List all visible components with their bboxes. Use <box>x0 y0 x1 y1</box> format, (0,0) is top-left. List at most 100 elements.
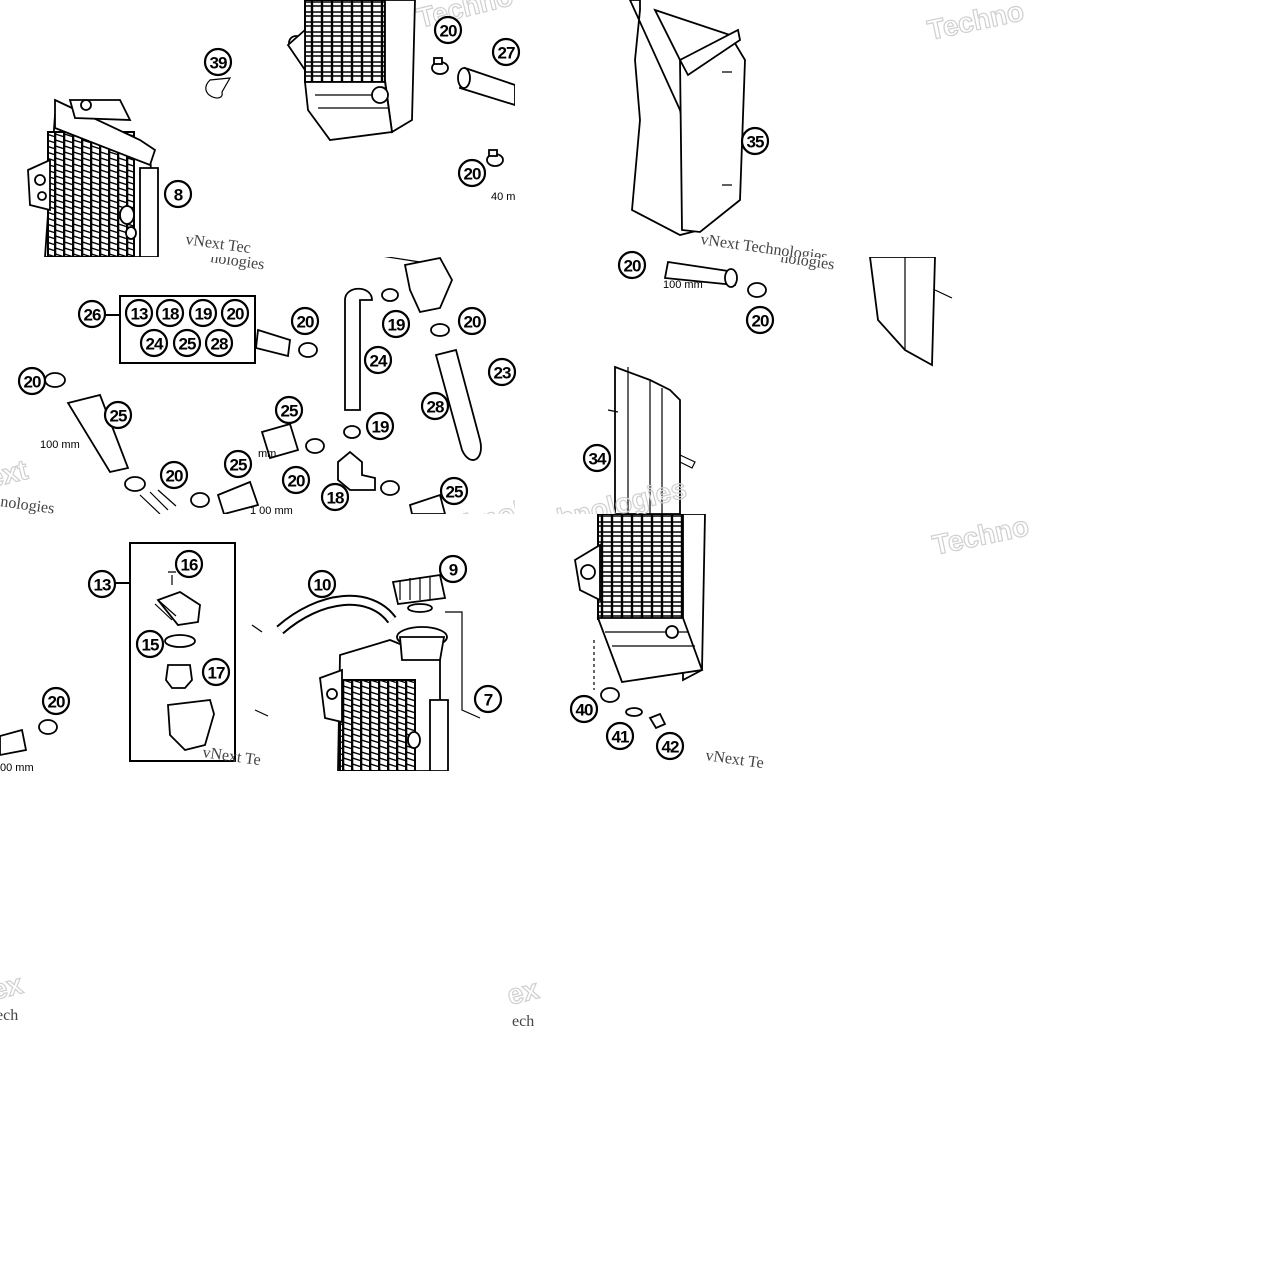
callout-circle <box>223 449 253 479</box>
callout-7: 7 <box>473 684 503 714</box>
callout-circle <box>487 357 517 387</box>
tile-top-right: Techno vNext Technologies <box>629 0 1027 257</box>
callout-circle <box>307 569 337 599</box>
callout-number: 18 <box>327 489 344 508</box>
callout-circle <box>438 554 468 584</box>
callout-24: 24 <box>139 328 169 358</box>
dimension-label: 40 m <box>491 191 515 203</box>
callout-circle <box>188 298 218 328</box>
callout-19: 19 <box>381 309 411 339</box>
callout-number: 25 <box>446 483 463 502</box>
callout-number: 23 <box>494 364 511 383</box>
callout-20: 20 <box>457 306 487 336</box>
radiator-upper-part <box>286 0 416 141</box>
callout-13: 13 <box>124 298 154 328</box>
radiator-shroud-34 <box>607 365 696 514</box>
callout-number: 27 <box>498 44 515 63</box>
callout-26: 26 <box>77 299 107 329</box>
callout-number: 24 <box>146 335 164 354</box>
callout-circle <box>274 395 304 425</box>
callout-circle <box>87 569 117 599</box>
callout-circle <box>491 37 521 67</box>
hose-24 <box>344 287 373 411</box>
o-ring <box>164 634 196 648</box>
tile-middle-right: nologies Technologies 100 mm <box>515 257 953 514</box>
watermark-text: vNext Tec <box>184 231 251 257</box>
callout-circle <box>582 443 612 473</box>
callout-16: 16 <box>174 549 204 579</box>
callout-number: 25 <box>110 407 127 426</box>
callout-circle <box>381 309 411 339</box>
callout-27: 27 <box>491 37 521 67</box>
clamp <box>44 372 66 388</box>
radiator-lower-part <box>574 514 706 683</box>
hose-28 <box>434 348 482 461</box>
svg-text:ech: ech <box>512 1013 534 1030</box>
callout-15: 15 <box>135 629 165 659</box>
callout-circle <box>41 686 71 716</box>
callout-20: 20 <box>281 465 311 495</box>
hose-25c <box>216 480 260 514</box>
clamp <box>381 288 399 302</box>
callout-number: 13 <box>131 305 148 324</box>
callout-number: 19 <box>195 305 212 324</box>
tile-top-left: Techno <box>27 0 515 257</box>
callout-19: 19 <box>365 411 395 441</box>
callout-34: 34 <box>582 443 612 473</box>
callout-circle <box>320 482 350 512</box>
watermark-large: Techno <box>930 510 1032 561</box>
callout-circle <box>457 306 487 336</box>
callout-number: 18 <box>162 305 179 324</box>
callout-39: 39 <box>203 47 233 77</box>
callout-circle <box>439 476 469 506</box>
callout-number: 41 <box>612 728 629 747</box>
callout-17: 17 <box>201 657 231 687</box>
callout-circle <box>740 126 770 156</box>
callout-20: 20 <box>159 460 189 490</box>
screw-42 <box>648 712 667 730</box>
callout-circle <box>139 328 169 358</box>
watermark-text: hnologies <box>0 492 55 517</box>
callout-25: 25 <box>172 328 202 358</box>
callout-number: 20 <box>464 313 481 332</box>
water-outlet <box>403 257 453 314</box>
callout-circle <box>159 460 189 490</box>
callout-number: 8 <box>174 186 183 205</box>
tile-bottom-right: Techno vNext Te <box>574 510 1032 771</box>
callout-number: 20 <box>24 373 41 392</box>
callout-circle <box>290 306 320 336</box>
callout-circle <box>420 391 450 421</box>
thermostat-cover <box>156 591 201 626</box>
callout-20: 20 <box>457 158 487 188</box>
callout-circle <box>457 158 487 188</box>
callout-number: 19 <box>388 316 405 335</box>
callout-circle <box>155 298 185 328</box>
callout-number: 15 <box>142 636 159 655</box>
callout-number: 13 <box>94 576 111 595</box>
callout-circle <box>103 400 133 430</box>
clamp <box>486 149 504 167</box>
dimension-label: 00 mm <box>0 762 34 774</box>
cable-tie <box>205 77 232 99</box>
callout-9: 9 <box>438 554 468 584</box>
callout-number: 40 <box>576 701 593 720</box>
hose <box>255 328 291 358</box>
watermark-fragments: ex ech ex ech <box>0 968 543 1030</box>
callout-circle <box>163 179 193 209</box>
callout-25: 25 <box>439 476 469 506</box>
callout-number: 25 <box>179 335 196 354</box>
callout-number: 10 <box>314 576 331 595</box>
callout-20: 20 <box>220 298 250 328</box>
thermostat-housing <box>167 699 215 751</box>
watermark-text: vNext Te <box>201 744 261 769</box>
clamp <box>431 57 449 75</box>
callout-number: 34 <box>589 450 607 469</box>
callout-number: 28 <box>211 335 228 354</box>
overflow-hose-10 <box>277 596 395 633</box>
callout-40: 40 <box>569 694 599 724</box>
radiator-shroud-edge <box>869 257 936 367</box>
hose-25b <box>260 422 300 460</box>
callout-number: 20 <box>297 313 314 332</box>
